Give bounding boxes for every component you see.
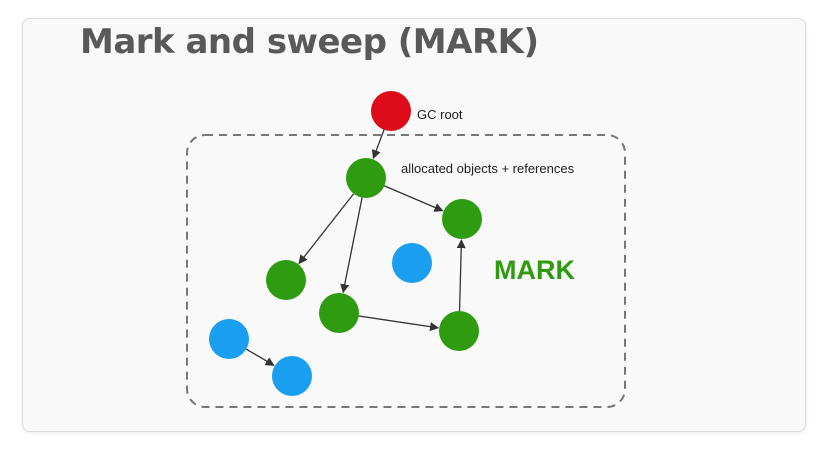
object-nodes [209, 91, 482, 396]
allocated-objects-label: allocated objects + references [401, 161, 575, 176]
marked-object-node-obj-e [439, 311, 479, 351]
slide-card [22, 18, 806, 432]
reference-edge-obj-a-to-obj-c [298, 193, 355, 265]
slide-title: Mark and sweep (MARK) [80, 22, 539, 62]
reference-edge-obj-a-to-obj-b [384, 185, 444, 212]
marked-object-node-obj-d [319, 293, 359, 333]
unmarked-object-node-obj-g [209, 319, 249, 359]
phase-label: MARK [494, 255, 575, 285]
marked-object-node-obj-c [266, 260, 306, 300]
reference-edge-obj-d-to-obj-e [358, 315, 440, 332]
gc-root-node-gc-root [371, 91, 411, 131]
reference-edge-obj-a-to-obj-d [340, 197, 363, 294]
reference-edges [245, 129, 466, 366]
unmarked-object-node-obj-f [392, 243, 432, 283]
reference-edge-gc-root-to-obj-a [371, 129, 385, 160]
unmarked-object-node-obj-h [272, 356, 312, 396]
gc-root-label: GC root [417, 107, 463, 122]
heap-boundary [186, 134, 626, 408]
marked-object-node-obj-a [346, 158, 386, 198]
marked-object-node-obj-b [442, 199, 482, 239]
reference-edge-obj-g-to-obj-h [245, 348, 275, 366]
reference-edge-obj-e-to-obj-b [456, 239, 466, 312]
